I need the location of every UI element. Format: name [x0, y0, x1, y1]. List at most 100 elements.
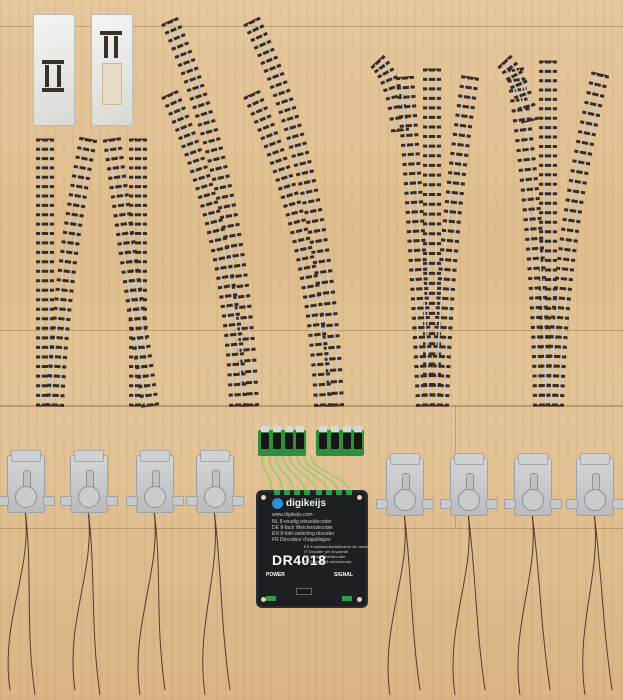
sleeper [531, 344, 550, 349]
sleeper [228, 392, 247, 397]
sleeper [62, 230, 81, 237]
sleeper [313, 392, 332, 397]
sleeper [45, 403, 65, 407]
wire [467, 512, 486, 691]
sleeper [548, 354, 567, 359]
sleeper [434, 325, 453, 330]
sleeper [413, 354, 432, 359]
sleeper [250, 106, 269, 116]
decoder-caption: EN 8-fold switching decoder [272, 531, 335, 537]
sleeper [307, 322, 326, 328]
sleeper [409, 267, 428, 272]
wire [72, 509, 90, 691]
sleeper [559, 237, 578, 243]
sleeper [209, 164, 228, 172]
sleeper [315, 279, 334, 285]
sleeper [269, 156, 288, 166]
sleeper [280, 191, 299, 200]
sleeper [312, 258, 331, 265]
floor-seam [0, 26, 623, 27]
sleeper [53, 306, 72, 312]
sleeper [404, 200, 424, 205]
sleeper [161, 89, 179, 101]
floor-seam [0, 330, 623, 331]
diverging-track [430, 75, 480, 407]
sleeper [398, 113, 418, 119]
rail [165, 23, 247, 406]
sleeper [410, 296, 429, 301]
sleeper [459, 84, 478, 91]
sleeper [531, 334, 550, 339]
sleeper [136, 373, 155, 379]
sleeper [441, 228, 461, 234]
sleeper [526, 256, 545, 261]
sleeper [135, 363, 154, 370]
wire [7, 509, 27, 691]
sleeper [238, 358, 257, 363]
sleeper [324, 379, 343, 384]
rail [558, 75, 605, 406]
rail [380, 58, 405, 130]
sleeper [324, 368, 343, 373]
rail [254, 92, 328, 405]
sleeper [174, 122, 193, 133]
sleeper [234, 315, 253, 321]
wire [202, 509, 216, 696]
sleeper [507, 77, 526, 83]
sleeper [400, 133, 419, 138]
sleeper [449, 161, 468, 167]
sleeper [458, 94, 477, 100]
sleeper [584, 100, 603, 108]
sleeper [395, 75, 415, 81]
sleeper [311, 362, 330, 367]
relay-board [258, 426, 306, 456]
decoder-website: www.digikeijs.com [272, 512, 313, 518]
sleeper [309, 342, 328, 347]
rail [501, 64, 527, 122]
rail [172, 20, 255, 405]
power-port-label: POWER [266, 572, 285, 578]
sleeper [219, 293, 238, 299]
sleeper [430, 403, 450, 407]
sleeper [206, 227, 226, 235]
sleeper [294, 245, 313, 253]
sleeper [104, 146, 123, 153]
sleeper [257, 47, 275, 58]
sleeper [227, 372, 246, 377]
sleeper [129, 325, 148, 332]
sleeper [197, 191, 216, 200]
sleeper [75, 155, 94, 162]
sleeper [230, 283, 250, 289]
sleeper [215, 193, 235, 201]
sleeper [588, 81, 607, 89]
sleeper [513, 127, 533, 133]
sleeper [412, 325, 431, 330]
sleeper [301, 283, 320, 290]
sleeper [204, 146, 224, 154]
rail [107, 140, 147, 406]
sleeper [436, 296, 455, 301]
sleeper [237, 347, 256, 353]
sleeper [575, 139, 595, 147]
sleeper [560, 227, 580, 234]
sleeper [408, 257, 427, 263]
sleeper [194, 109, 214, 119]
rail [518, 69, 547, 405]
rail [408, 77, 430, 405]
sleeper [189, 92, 208, 101]
decoder-model: DR4018 [272, 552, 327, 568]
sleeper [114, 221, 133, 227]
sleeper [410, 286, 429, 291]
sleeper [443, 209, 462, 215]
sleeper [102, 137, 122, 143]
sleeper [243, 16, 261, 28]
sleeper [236, 336, 255, 342]
sleeper [108, 174, 127, 180]
sleeper [49, 354, 68, 360]
sleeper [322, 345, 341, 350]
sleeper [305, 312, 325, 318]
rail [510, 70, 539, 406]
sleeper [133, 354, 153, 360]
sleeper [406, 229, 425, 234]
sleeper [105, 155, 124, 162]
